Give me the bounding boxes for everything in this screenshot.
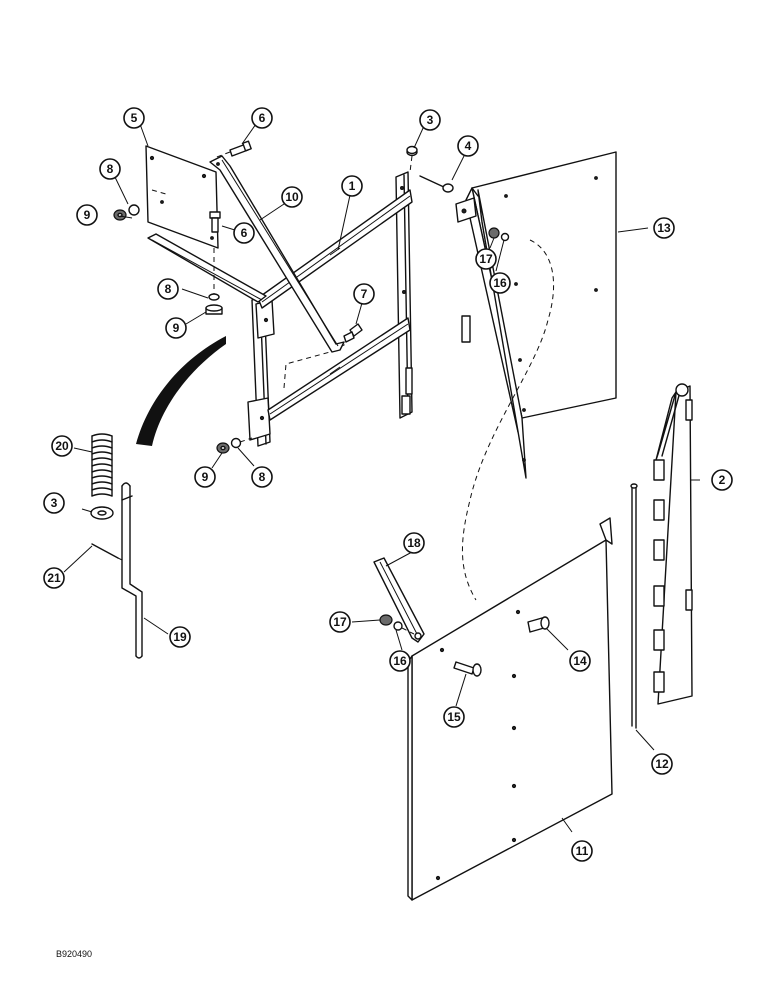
callout-15: 15 [443, 706, 465, 728]
callout-label: 18 [407, 536, 421, 550]
callout-label: 10 [285, 190, 299, 204]
callout-label: 2 [719, 473, 726, 487]
callout-label: 9 [84, 208, 91, 222]
nut-part-3-top [406, 145, 418, 173]
callout-17-panel-13: 17 [475, 248, 497, 270]
pin-part-4 [419, 175, 454, 193]
callout-18: 18 [403, 532, 425, 554]
callout-8-arm: 8 [157, 278, 179, 300]
bolt-part-7 [343, 323, 363, 343]
callout-label: 6 [241, 226, 248, 240]
bolt-part-14 [527, 616, 550, 633]
brace-part-10 [209, 155, 345, 353]
callout-11: 11 [571, 840, 593, 862]
callout-label: 17 [333, 615, 347, 629]
curved-arrow [136, 336, 226, 446]
callout-6-top: 6 [251, 107, 273, 129]
nut-washer-set-arm [205, 293, 223, 315]
callout-label: 5 [131, 111, 138, 125]
callout-label: 9 [173, 321, 180, 335]
callout-19: 19 [169, 626, 191, 648]
callout-label: 9 [202, 470, 209, 484]
callout-1: 1 [341, 175, 363, 197]
callout-9-lower: 9 [194, 466, 216, 488]
panel-part-13 [455, 151, 617, 601]
callout-21: 21 [43, 567, 65, 589]
callout-label: 21 [47, 571, 61, 585]
rod-part-19 [121, 482, 143, 659]
callout-label: 8 [107, 162, 114, 176]
callout-label: 20 [55, 439, 69, 453]
callout-label: 3 [427, 113, 434, 127]
bolt-part-6-top [213, 140, 252, 159]
callout-14: 14 [569, 650, 591, 672]
callout-16-panel-11: 16 [389, 650, 411, 672]
callout-4: 4 [457, 135, 479, 157]
hinge-panel-part-2 [653, 383, 693, 705]
callout-10: 10 [281, 186, 303, 208]
callout-9-arm: 9 [165, 317, 187, 339]
callout-label: 1 [349, 179, 356, 193]
callout-label: 4 [465, 139, 472, 153]
callout-label: 15 [447, 710, 461, 724]
brace-part-18 [373, 557, 425, 643]
nut-washer-set-upper-left [113, 204, 140, 221]
callout-16-panel-13: 16 [489, 272, 511, 294]
callout-label: 11 [576, 844, 589, 858]
spring-part-20 [91, 433, 113, 497]
callout-12: 12 [651, 753, 673, 775]
callout-label: 12 [655, 757, 669, 771]
callout-label: 8 [259, 470, 266, 484]
nut-washer-set-lower [216, 437, 253, 454]
callout-label: 8 [165, 282, 172, 296]
callout-13: 13 [653, 217, 675, 239]
plate-part-5 [145, 145, 219, 296]
callout-7: 7 [353, 283, 375, 305]
callout-9-upper: 9 [76, 204, 98, 226]
callout-6-mid: 6 [233, 222, 255, 244]
callout-3-spring: 3 [43, 492, 65, 514]
washer-part-3-spring [90, 506, 114, 520]
callout-2: 2 [711, 469, 733, 491]
panel-part-11 [407, 517, 613, 901]
callout-label: 17 [479, 252, 493, 266]
callout-3-top: 3 [419, 109, 441, 131]
drawing-reference-code: B920490 [56, 949, 92, 959]
rod-part-12 [630, 483, 638, 729]
callout-8-lower: 8 [251, 466, 273, 488]
pin-part-21 [91, 543, 125, 562]
callout-label: 19 [173, 630, 187, 644]
callout-label: 3 [51, 496, 58, 510]
bolt-part-6-mid [209, 211, 221, 233]
callout-label: 13 [657, 221, 671, 235]
callout-5: 5 [123, 107, 145, 129]
leader-lines [63, 123, 700, 833]
callout-8-upper: 8 [99, 158, 121, 180]
callout-label: 14 [573, 654, 587, 668]
callout-label: 16 [493, 276, 507, 290]
callout-17-panel-11: 17 [329, 611, 351, 633]
callout-label: 16 [393, 654, 407, 668]
callout-20: 20 [51, 435, 73, 457]
callout-label: 7 [361, 287, 368, 301]
callout-label: 6 [259, 111, 266, 125]
bolt-part-15 [453, 661, 482, 677]
